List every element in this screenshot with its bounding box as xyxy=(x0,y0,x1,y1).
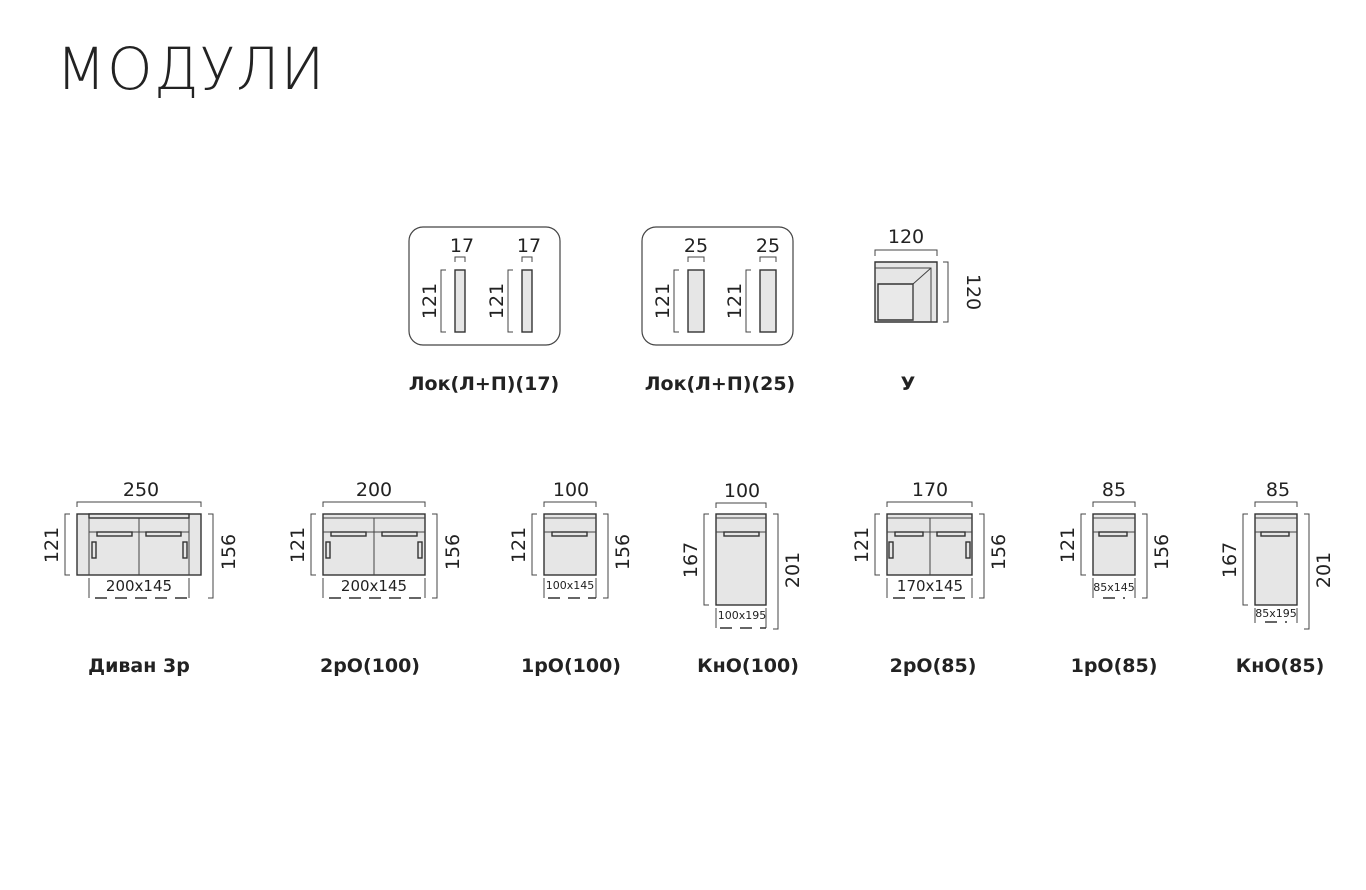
module-lok-17[interactable]: 17 17 121 121 xyxy=(408,226,561,346)
module-caption: Лок(Л+П)(17) xyxy=(409,373,560,395)
width-label: 250 xyxy=(123,479,159,501)
module-1ro-85[interactable]: 85 121 156 85x145 xyxy=(1057,479,1173,599)
sleep-size-label: 100x145 xyxy=(546,579,595,592)
sleep-size-label: 170x145 xyxy=(897,577,963,595)
module-kno-100[interactable]: 100 167 201 100x195 xyxy=(680,480,804,630)
height-label: 121 xyxy=(486,283,508,319)
width-label: 120 xyxy=(888,226,924,248)
width-label: 25 xyxy=(756,235,780,257)
sleep-size-label: 100x195 xyxy=(718,609,767,622)
module-caption: У xyxy=(901,373,916,395)
left-depth-label: 121 xyxy=(508,527,530,563)
left-depth-label: 167 xyxy=(680,542,702,578)
module-caption: 1рО(85) xyxy=(1071,655,1158,677)
sleep-size-label: 200x145 xyxy=(341,577,407,595)
module-caption: 2рО(85) xyxy=(890,655,977,677)
right-depth-label: 156 xyxy=(988,534,1010,570)
right-depth-label: 156 xyxy=(442,534,464,570)
module-divan-3r[interactable]: 250 121 156 200x145 xyxy=(41,479,240,599)
left-depth-label: 121 xyxy=(851,527,873,563)
module-2ro-85[interactable]: 170 121 156 170x145 xyxy=(851,479,1010,599)
module-1ro-100[interactable]: 100 121 156 100x145 xyxy=(508,479,634,599)
width-label: 85 xyxy=(1102,479,1126,501)
width-label: 25 xyxy=(684,235,708,257)
module-corner[interactable]: 120 120 xyxy=(874,226,984,323)
sleep-size-label: 200x145 xyxy=(106,577,172,595)
left-depth-label: 121 xyxy=(287,527,309,563)
sleep-size-label: 85x145 xyxy=(1093,581,1135,594)
width-label: 200 xyxy=(356,479,392,501)
width-label: 85 xyxy=(1266,479,1290,501)
module-caption: 1рО(100) xyxy=(521,655,621,677)
left-depth-label: 167 xyxy=(1219,542,1241,578)
module-caption: Лок(Л+П)(25) xyxy=(645,373,796,395)
width-label: 170 xyxy=(912,479,948,501)
right-depth-label: 156 xyxy=(218,534,240,570)
module-caption: КнО(85) xyxy=(1236,655,1325,677)
page-title: МОДУЛИ xyxy=(56,35,326,103)
height-label: 120 xyxy=(962,274,984,310)
module-2ro-100[interactable]: 200 121 156 200x145 xyxy=(287,479,464,599)
module-kno-85[interactable]: 85 167 201 85x195 xyxy=(1219,479,1335,630)
module-caption: КнО(100) xyxy=(697,655,799,677)
height-label: 121 xyxy=(724,283,746,319)
width-label: 100 xyxy=(553,479,589,501)
right-depth-label: 201 xyxy=(782,552,804,588)
right-depth-label: 201 xyxy=(1313,552,1335,588)
sleep-size-label: 85x195 xyxy=(1255,607,1297,620)
module-lok-25[interactable]: 25 25 121 121 xyxy=(641,226,794,346)
width-label: 17 xyxy=(517,235,541,257)
left-depth-label: 121 xyxy=(41,527,63,563)
width-label: 100 xyxy=(724,480,760,502)
height-label: 121 xyxy=(419,283,441,319)
right-depth-label: 156 xyxy=(1151,534,1173,570)
module-caption: 2рО(100) xyxy=(320,655,420,677)
width-label: 17 xyxy=(450,235,474,257)
right-depth-label: 156 xyxy=(612,534,634,570)
height-label: 121 xyxy=(652,283,674,319)
left-depth-label: 121 xyxy=(1057,527,1079,563)
module-caption: Диван 3р xyxy=(88,655,190,677)
